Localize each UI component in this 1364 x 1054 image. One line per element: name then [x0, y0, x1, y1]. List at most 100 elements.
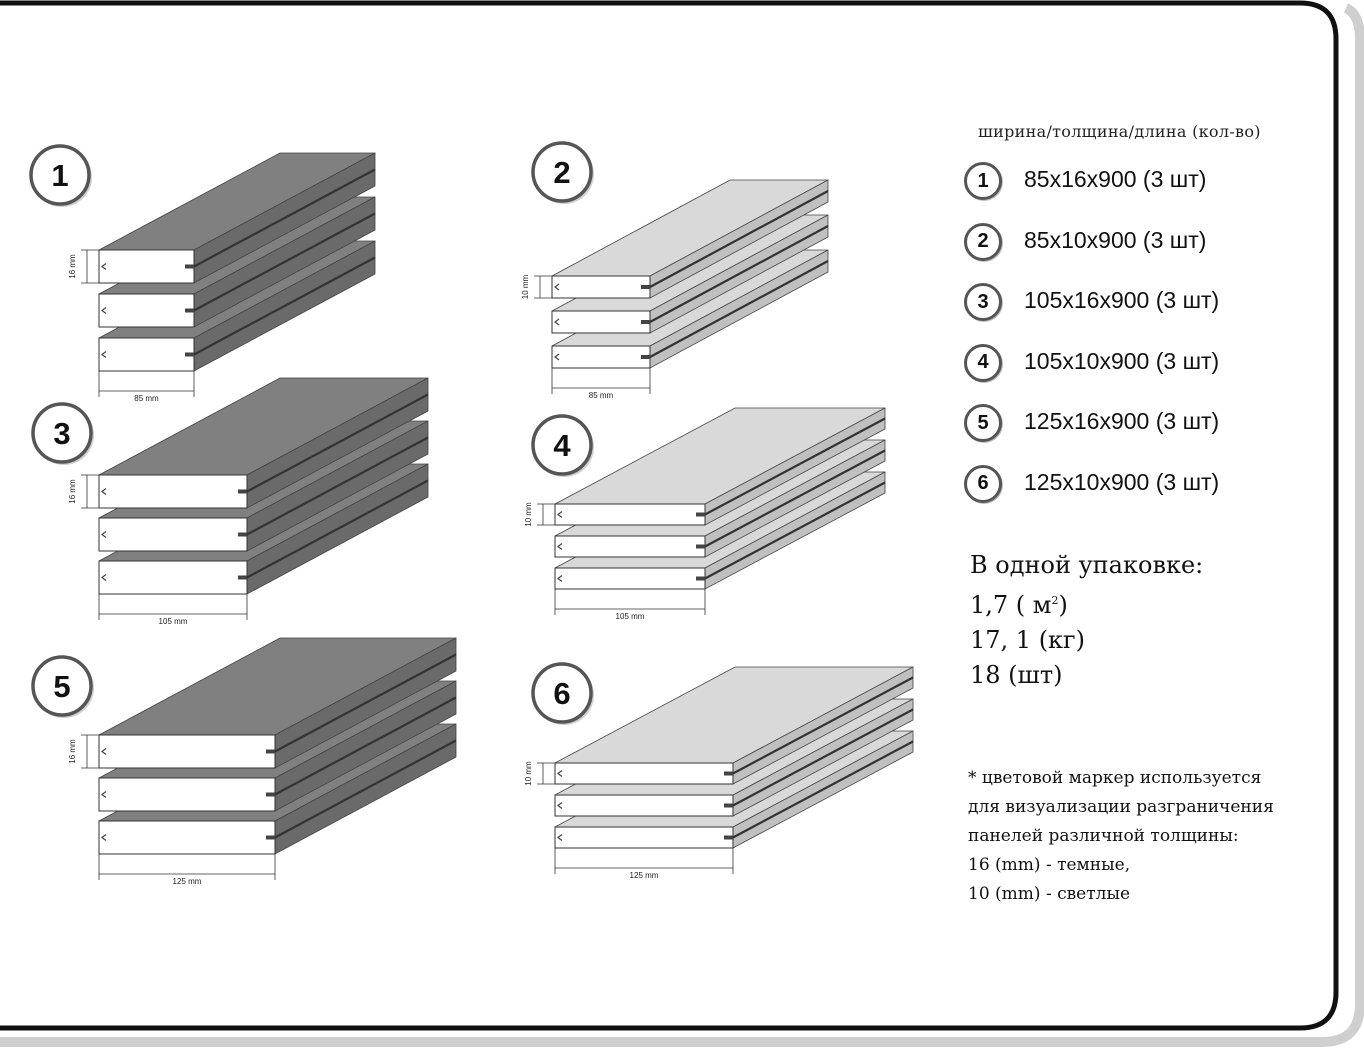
tongue-mark	[696, 576, 705, 581]
panel-front-face	[554, 826, 734, 849]
panel-front-face	[98, 777, 276, 812]
panel-groove	[649, 225, 829, 323]
tongue-mark	[266, 835, 275, 840]
spec-number-badge: 5	[964, 404, 1002, 442]
panel-front-face	[98, 734, 276, 769]
badge-circle	[31, 655, 93, 717]
panel-front-face	[98, 820, 276, 855]
panel-front-face	[554, 567, 706, 590]
tongue-mark	[238, 532, 247, 537]
stack-number: 6	[553, 676, 570, 711]
spec-text: 125x16x900 (3 шт)	[1024, 408, 1220, 434]
panel	[98, 637, 457, 769]
package-area-sup: 2	[1051, 594, 1059, 607]
panel-groove	[246, 393, 429, 493]
stack-number-badge: 2	[531, 141, 594, 204]
spec-item-3: 3 105x16x900 (3 шт)	[964, 283, 1219, 344]
spec-header: ширина/толщина/длина (кол-во)	[978, 122, 1261, 141]
panel-front-face	[98, 560, 248, 595]
groove-mark	[554, 318, 560, 326]
tongue-mark	[696, 512, 705, 517]
stack-number: 3	[53, 416, 70, 451]
groove-mark	[557, 834, 563, 841]
tongue-mark	[185, 308, 194, 313]
panel-front-face	[554, 535, 706, 558]
spec-number-badge: 4	[964, 343, 1002, 382]
stack-number: 5	[53, 669, 70, 704]
stack-number: 1	[51, 158, 68, 193]
tongue-mark	[266, 749, 275, 754]
tongue-mark	[238, 575, 247, 580]
badge-circle	[531, 414, 593, 476]
tongue-mark	[724, 803, 733, 808]
spec-number-badge: 6	[964, 464, 1002, 503]
badge-circle	[29, 144, 91, 206]
stack-number-badge: 6	[531, 662, 594, 725]
groove-mark	[557, 770, 563, 777]
panel-front-face	[551, 310, 651, 334]
spec-item-6: 6 125x10x900 (3 шт)	[964, 464, 1220, 526]
package-weight: 17, 1 (кг)	[970, 626, 1085, 654]
tongue-mark	[641, 285, 650, 289]
stack-number-badge: 5	[31, 655, 94, 718]
panel-stack-2: 85 mm 10 mm 2	[521, 141, 829, 400]
groove-mark	[557, 511, 563, 518]
panel-front-face	[98, 474, 248, 509]
spec-item-2: 2 85x10x900 (3 шт)	[964, 222, 1219, 284]
panel-front-face	[554, 503, 706, 526]
width-label: 105 mm	[159, 617, 188, 626]
panel	[554, 666, 914, 785]
groove-mark	[101, 531, 107, 538]
panel-groove	[193, 168, 376, 268]
spec-number-badge: 2	[964, 222, 1002, 261]
panel-groove	[704, 417, 886, 516]
spec-text: 85x10x900 (3 шт)	[1024, 226, 1207, 253]
spec-number-badge: 3	[964, 283, 1002, 321]
panel-front-face	[98, 337, 195, 372]
panel-front-face	[98, 293, 195, 328]
thickness-label: 16 mm	[68, 479, 77, 504]
package-count: 18 (шт)	[970, 661, 1063, 689]
panel-groove	[193, 212, 376, 312]
panel-front-face	[98, 517, 248, 552]
width-label: 85 mm	[589, 391, 614, 400]
panel-groove	[274, 653, 457, 753]
panel-groove	[246, 436, 429, 536]
color-marker-note: * цветовой маркер используется для визуа…	[968, 764, 1274, 909]
panel-groove	[732, 740, 914, 839]
tongue-mark	[266, 792, 275, 797]
panel-groove	[274, 739, 457, 839]
groove-mark	[101, 488, 107, 495]
note-line: 16 (mm) - темные,	[968, 855, 1131, 875]
groove-mark	[554, 283, 560, 291]
panel-groove	[732, 676, 914, 775]
groove-mark	[101, 574, 107, 581]
panel-groove	[274, 696, 457, 796]
panel	[98, 152, 376, 284]
badge-circle	[531, 662, 593, 724]
spec-text: 125x10x900 (3 шт)	[1024, 468, 1220, 495]
badge-circle	[531, 141, 593, 203]
panel	[98, 377, 429, 509]
stack-number: 2	[553, 155, 570, 190]
spec-text: 105x16x900 (3 шт)	[1024, 287, 1220, 313]
panel-groove	[732, 708, 914, 807]
stack-number-badge: 3	[31, 402, 94, 465]
spec-text: 85x16x900 (3 шт)	[1024, 166, 1207, 192]
panel-front-face	[551, 345, 651, 369]
thickness-label: 10 mm	[521, 274, 530, 299]
thickness-label: 16 mm	[68, 739, 77, 764]
note-line: панелей различной толщины:	[968, 826, 1239, 846]
groove-mark	[101, 307, 107, 314]
package-area-value: 1,7 ( м	[970, 591, 1052, 619]
panel-front-face	[554, 762, 734, 785]
panel-groove	[704, 481, 886, 580]
frame-shadow	[0, 3, 1364, 1047]
panel-groove	[246, 479, 429, 579]
thickness-label: 16 mm	[68, 254, 77, 279]
